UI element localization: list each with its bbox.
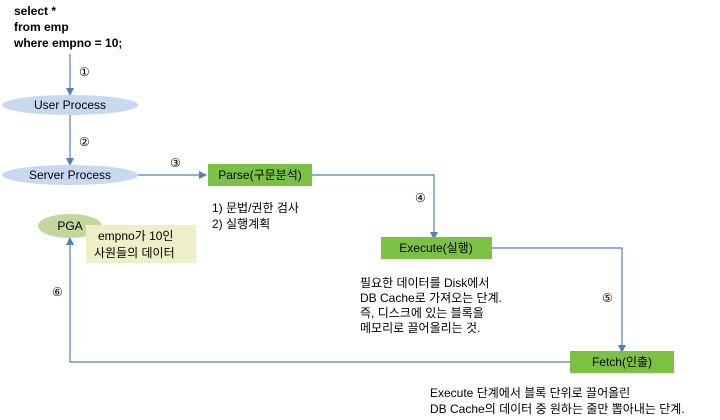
- server-process-label: Server Process: [29, 168, 111, 182]
- arrow-execute-to-fetch: [492, 247, 626, 353]
- execute-note-line-1: 필요한 데이터를 Disk에서: [360, 276, 489, 290]
- arrow-parse-to-execute: [312, 174, 438, 240]
- parse-note-line-2: 2) 실행계획: [212, 216, 270, 231]
- execute-note-line-2: DB Cache로 가져오는 단계.: [360, 291, 502, 305]
- execute-box: [381, 237, 492, 259]
- execute-label: Execute(실행): [399, 240, 472, 255]
- parse-label: Parse(구문분석): [218, 168, 302, 182]
- execute-node: Execute(실행): [381, 237, 492, 259]
- fetch-note: Execute 단계에서 블록 단위로 끌어올린 DB Cache의 데이터 중…: [430, 386, 685, 416]
- parse-note: 1) 문법/권한 검사 2) 실행계획: [212, 201, 299, 231]
- step-3-label: ③: [170, 156, 181, 170]
- pga-note-box: [86, 225, 196, 263]
- sql-line-3: where empno = 10;: [13, 36, 122, 50]
- step-4-label: ④: [415, 191, 426, 205]
- user-process-ellipse: [2, 95, 138, 115]
- execute-note-line-3: 즉, 디스크에 있는 블록을: [360, 306, 484, 320]
- sql-line-1: select *: [14, 4, 56, 18]
- step-5-label: ⑤: [602, 291, 613, 305]
- pga-label: PGA: [57, 219, 82, 233]
- fetch-note-line-1: Execute 단계에서 블록 단위로 끌어올린: [430, 386, 630, 400]
- fetch-node: Fetch(인출): [570, 351, 674, 373]
- user-process-label: User Process: [34, 98, 106, 112]
- arrow-fetch-to-pga: [66, 237, 570, 363]
- parse-box: [208, 164, 312, 186]
- step-numbers: ① ② ③ ④ ⑤ ⑥: [52, 65, 613, 305]
- sql-statement: select * from emp where empno = 10;: [13, 4, 122, 50]
- fetch-box: [570, 351, 674, 373]
- step-2-label: ②: [79, 135, 90, 149]
- fetch-note-line-2: DB Cache의 데이터 중 원하는 줄만 뽑아내는 단계.: [430, 402, 685, 416]
- pga-note-line-2: 사원들의 데이터: [94, 246, 175, 260]
- user-process-node: User Process: [2, 95, 138, 115]
- connectors: [66, 54, 626, 363]
- sql-line-2: from emp: [14, 20, 69, 34]
- server-process-ellipse: [2, 165, 138, 185]
- server-process-node: Server Process: [2, 165, 138, 185]
- parse-note-line-1: 1) 문법/권한 검사: [212, 201, 299, 215]
- pga-note: empno가 10인 사원들의 데이터: [86, 225, 196, 263]
- step-1-label: ①: [79, 65, 90, 79]
- execute-note: 필요한 데이터를 Disk에서 DB Cache로 가져오는 단계. 즉, 디스…: [360, 276, 502, 335]
- step-6-label: ⑥: [52, 285, 63, 299]
- pga-note-line-1: empno가 10인: [98, 229, 173, 243]
- parse-node: Parse(구문분석): [208, 164, 312, 186]
- fetch-label: Fetch(인출): [592, 355, 652, 369]
- execute-note-line-4: 메모리로 끌어올리는 것.: [360, 321, 480, 335]
